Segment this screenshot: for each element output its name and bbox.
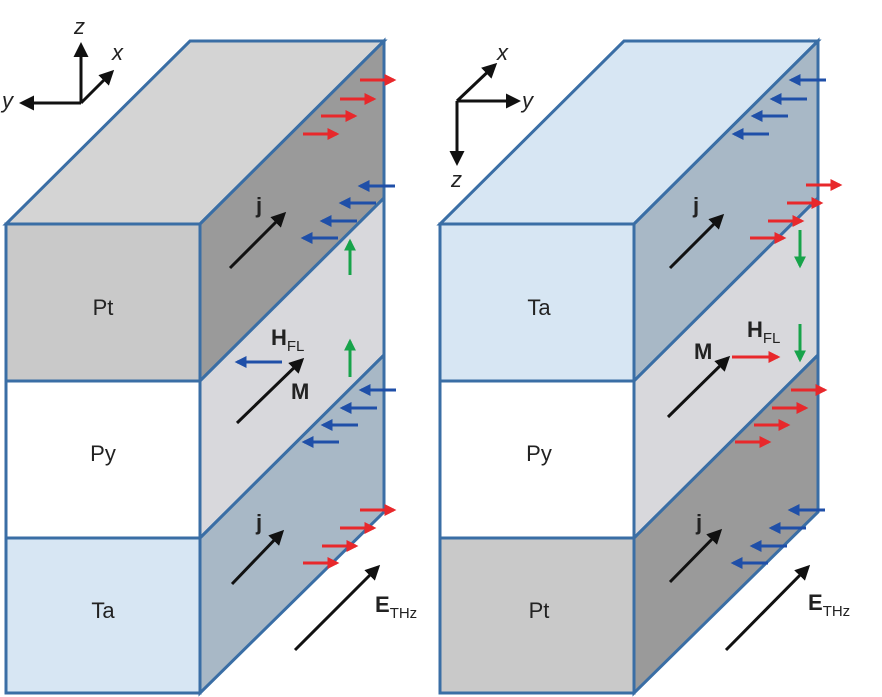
right-blue-arrows-upper [731,74,826,140]
left-layer-label-middle: Py [90,441,116,466]
left-axis-x-label: x [111,40,124,65]
left-red-arrows-lower [303,504,397,569]
left-blue-arrows-lower [301,384,396,448]
right-ethz-label: ETHz [808,590,850,620]
right-m-arrow [666,355,731,419]
right-axis-z-label: z [450,167,462,192]
right-hfl-label: HFL [747,317,780,347]
right-red-arrows-upper [750,179,843,244]
right-blue-arrows-lower [730,504,825,569]
left-j-top-label: j [255,193,262,218]
right-axis-x-label: x [496,40,509,65]
right-layer-label-bottom: Pt [529,598,550,623]
left-blue-arrows-upper [300,180,395,244]
left-j-bottom-label: j [255,510,262,535]
right-red-arrows-lower [735,384,828,448]
left-stack: Pt Py Ta z x y j [0,14,417,697]
right-axes: x y z [449,40,535,192]
left-ethz-label: ETHz [375,592,417,622]
right-j-top-label: j [692,193,699,218]
right-axis-y-label: y [520,88,535,113]
left-front-ta [4,536,202,695]
left-j-top-arrow [228,211,287,270]
left-m-arrow [235,357,305,425]
right-j-bottom-label: j [695,510,702,535]
left-axes: z x y [0,14,124,113]
right-j-bottom-arrow [668,528,723,584]
left-axis-y-label: y [0,88,15,113]
right-front-ta [438,222,636,383]
right-j-top-arrow [668,213,725,270]
left-axis-z-label: z [73,14,85,39]
right-m-label: M [694,339,712,364]
left-m-label: M [291,379,309,404]
left-layer-label-bottom: Ta [91,598,115,623]
left-ethz-arrow [293,564,381,652]
left-j-bottom-arrow [230,529,285,586]
right-ethz-arrow [724,564,811,652]
right-stack: Ta Py Pt x y z j [436,37,850,697]
right-front-pt [438,536,636,695]
left-red-arrows-upper [303,74,397,140]
right-front-py [438,379,636,540]
left-hfl-label: HFL [271,325,304,355]
right-layer-label-middle: Py [526,441,552,466]
left-front-pt [4,222,202,383]
left-layer-label-top: Pt [93,295,114,320]
right-layer-label-top: Ta [527,295,551,320]
